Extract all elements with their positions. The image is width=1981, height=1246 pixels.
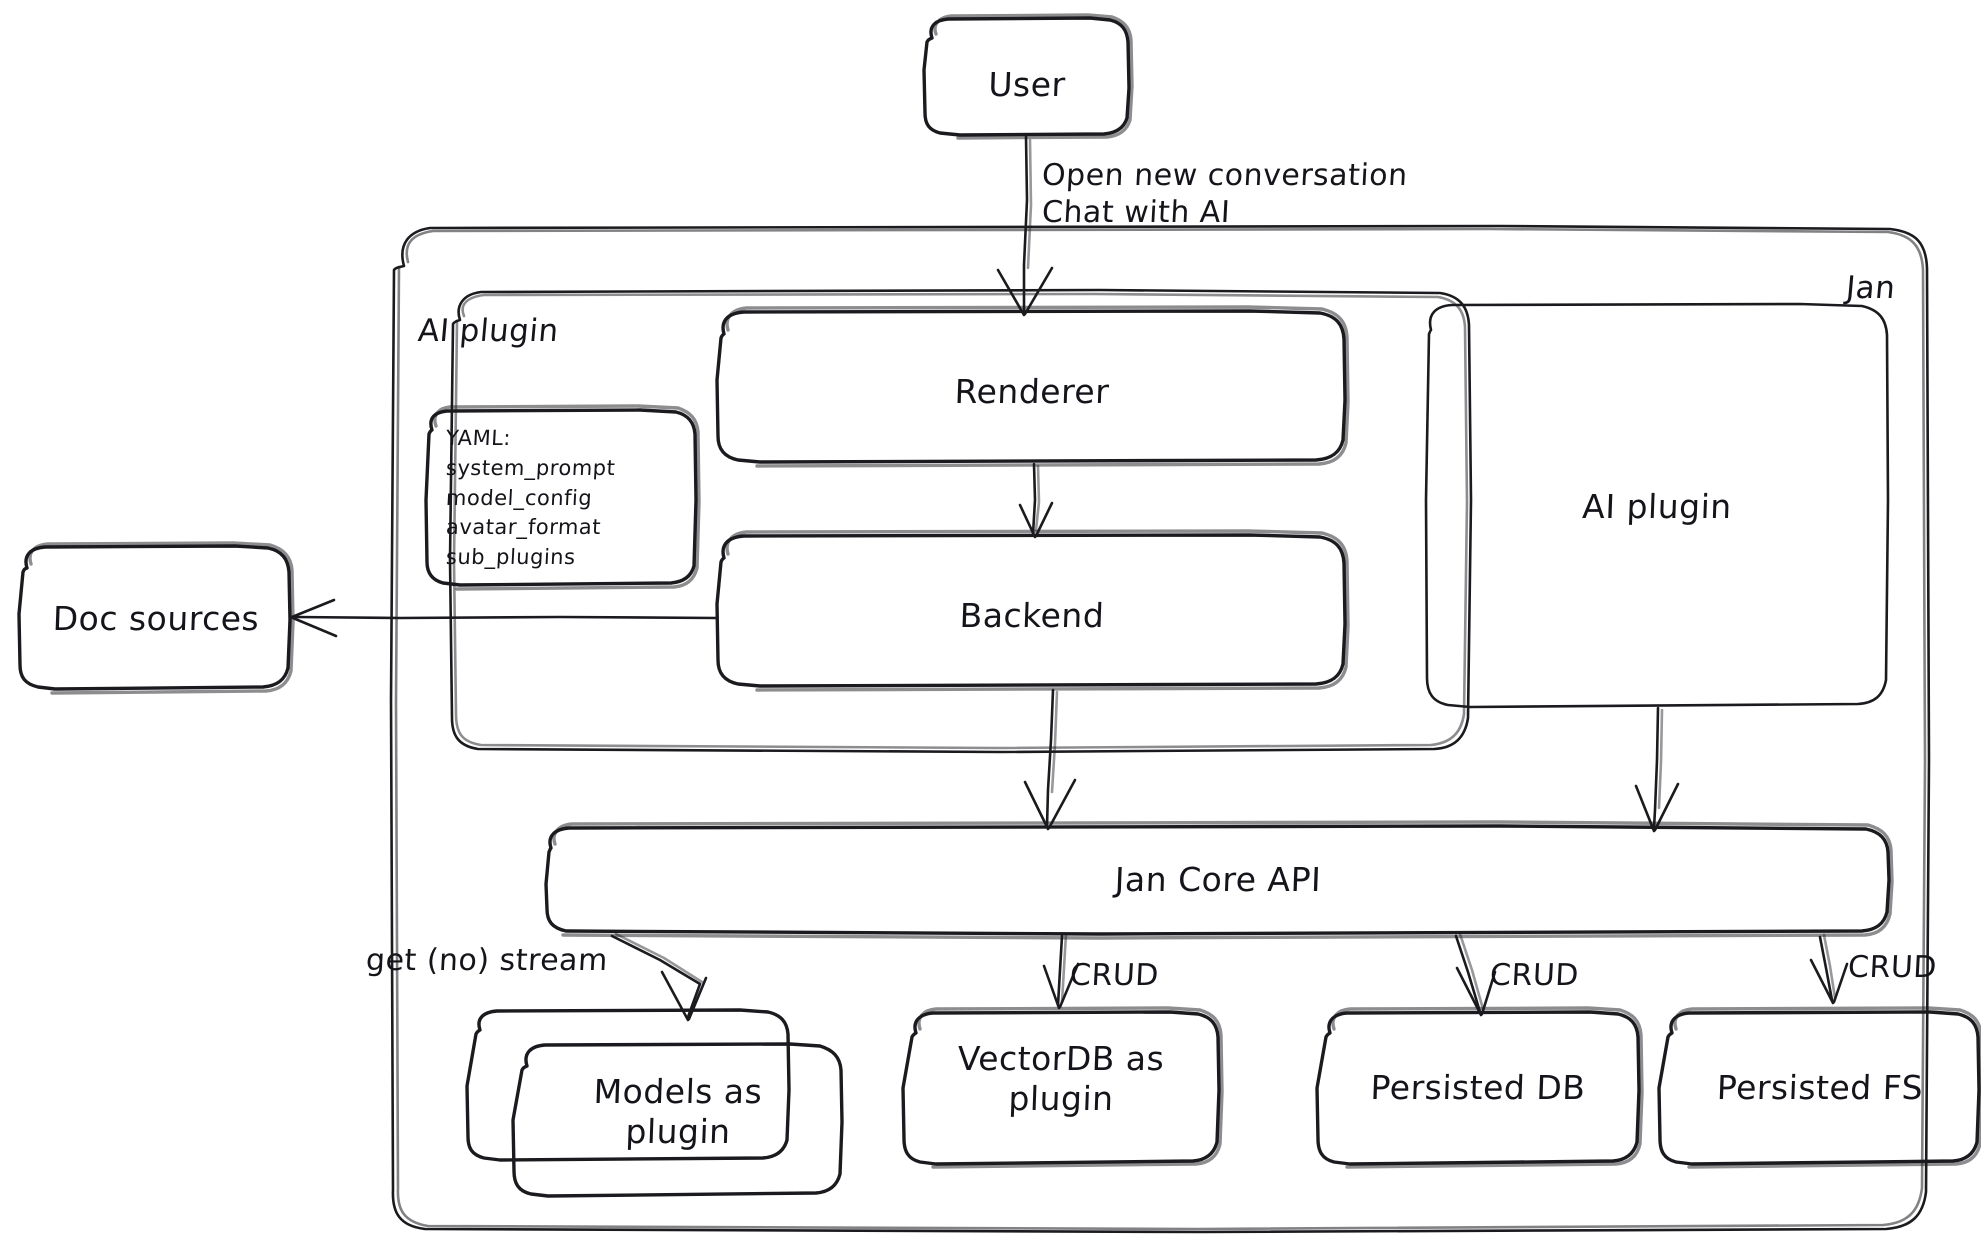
user-label: User [987,64,1067,104]
core-to-vectordb-arrow [1042,932,1080,1010]
backend-label: Backend [959,595,1105,635]
jan-core-api-box-shape [544,820,1894,940]
vectordb-plugin-label-line2: plugin [1007,1079,1115,1119]
models-plugin-box-shape [465,1008,844,1198]
user-to-renderer-edge-line2: Chat with AI [1041,194,1232,230]
models-plugin-label-line2: plugin [624,1112,732,1152]
renderer-label: Renderer [954,371,1111,411]
jan-container-label: Jan [1844,270,1897,306]
jan-container-shape [389,224,1931,1234]
ai-plugin-box-label: AI plugin [1581,486,1733,526]
renderer-to-backend-arrow [1018,462,1054,539]
core-to-models-edge-label: get (no) stream [365,943,609,978]
yaml-item-sub-plugins: sub_plugins [445,545,577,570]
ai-plugin-group-label: AI plugin [416,313,561,349]
core-to-models-arrow [610,932,708,1022]
yaml-item-avatar-format: avatar_format [445,515,602,540]
persisted-db-label: Persisted DB [1369,1067,1587,1107]
user-to-renderer-edge-line1: Open new conversation [1041,158,1409,193]
yaml-item-model-config: model_config [445,485,593,510]
backend-to-core-arrow [1023,688,1077,831]
ai-plugin-group-shape [448,288,1473,754]
user-box-shape [922,13,1134,140]
doc-sources-box-shape [17,541,295,695]
persisted-fs-label: Persisted FS [1716,1067,1924,1107]
persisted-fs-box-shape [1657,1006,1981,1169]
vectordb-plugin-box-shape [901,1006,1224,1169]
models-plugin-label-line1: Models as [592,1072,764,1111]
backend-to-doc-sources-arrow [290,598,718,638]
yaml-item-system-prompt: system_prompt [445,455,616,480]
vectordb-plugin-label-line1: VectorDB as [957,1039,1166,1078]
core-to-vectordb-edge-label: CRUD [1069,958,1160,993]
core-to-persisted-fs-arrow [1809,933,1849,1005]
ai-plugin-to-core-arrow [1634,706,1680,833]
core-to-persisted-db-edge-label: CRUD [1489,958,1580,993]
vectordb-plugin-label: VectorDB as plugin [904,1039,1218,1120]
core-to-persisted-fs-edge-label: CRUD [1847,950,1938,985]
user-to-renderer-edge-label: Open new conversation Chat with AI [1041,158,1409,231]
jan-core-api-label: Jan Core API [1114,859,1322,899]
doc-sources-label: Doc sources [52,598,260,638]
ai-plugin-box-shape [1424,302,1890,709]
yaml-card-content: YAML: system_prompt model_config avatar_… [445,424,696,573]
renderer-box-shape [715,305,1350,468]
backend-box-shape [715,529,1350,692]
persisted-db-box-shape [1315,1006,1644,1169]
models-plugin-label: Models as plugin [514,1072,842,1153]
yaml-card-shape [424,404,701,591]
yaml-card-header: YAML: [445,426,512,450]
